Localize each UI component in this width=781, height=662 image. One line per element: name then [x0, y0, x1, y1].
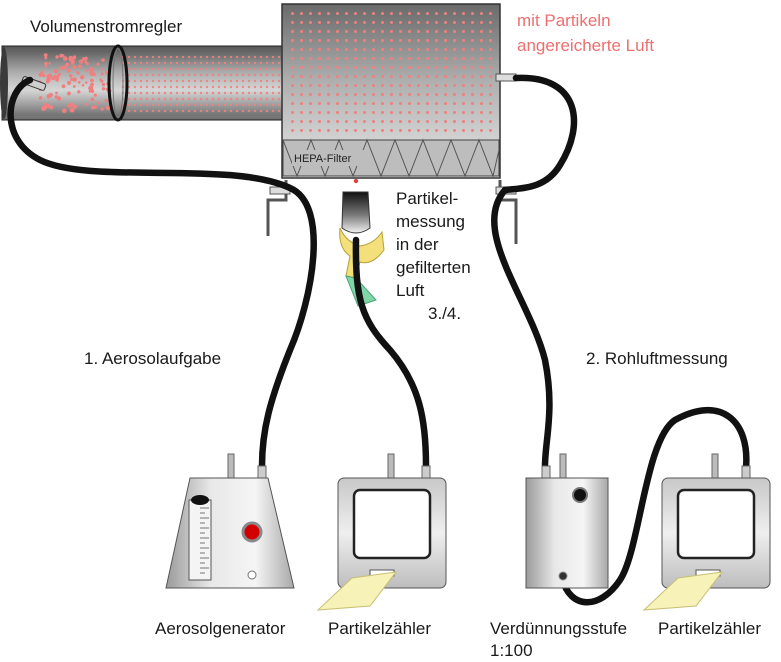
filtered-measurement-line-1: Partikel- — [396, 189, 458, 208]
duct-pipe-icon — [0, 45, 293, 121]
tubing — [7, 74, 750, 606]
particle-counter-1-icon — [316, 453, 447, 611]
dilution-stage-icon — [525, 453, 609, 589]
filtered-measurement-line-4: gefilterten — [396, 258, 471, 277]
aerosol-feed-label: 1. Aerosolaufgabe — [84, 349, 221, 368]
filtered-measurement-line-3: in der — [396, 235, 439, 254]
aerosol-generator-icon — [165, 453, 295, 589]
hepa-filter-label: HEPA-Filter — [294, 153, 352, 165]
enriched-air-label-line1: mit Partikeln — [517, 11, 611, 30]
dilution-stage-label-line1: Verdünnungsstufe — [490, 619, 627, 638]
filtered-measurement-line-2: messung — [396, 212, 465, 231]
particle-counter-1-label: Partikelzähler — [328, 619, 431, 638]
filtered-measurement-line-5: Luft — [396, 281, 425, 300]
particle-counter-2-label: Partikelzähler — [658, 619, 761, 638]
handheld-probe-icon — [339, 178, 385, 307]
filtered-measurement-step: 3./4. — [428, 304, 461, 323]
flow-controller-valve-icon — [107, 44, 129, 122]
filter-housing-icon: HEPA-Filter — [266, 3, 518, 244]
particle-counter-2-icon — [642, 453, 771, 611]
aerosol-generator-label: Aerosolgenerator — [155, 619, 286, 638]
enriched-air-label-line2: angereicherte Luft — [517, 36, 654, 55]
dilution-stage-label-line2: 1:100 — [490, 641, 533, 660]
flow-controller-label: Volumenstromregler — [30, 17, 182, 36]
raw-air-measurement-label: 2. Rohluftmessung — [586, 349, 728, 368]
